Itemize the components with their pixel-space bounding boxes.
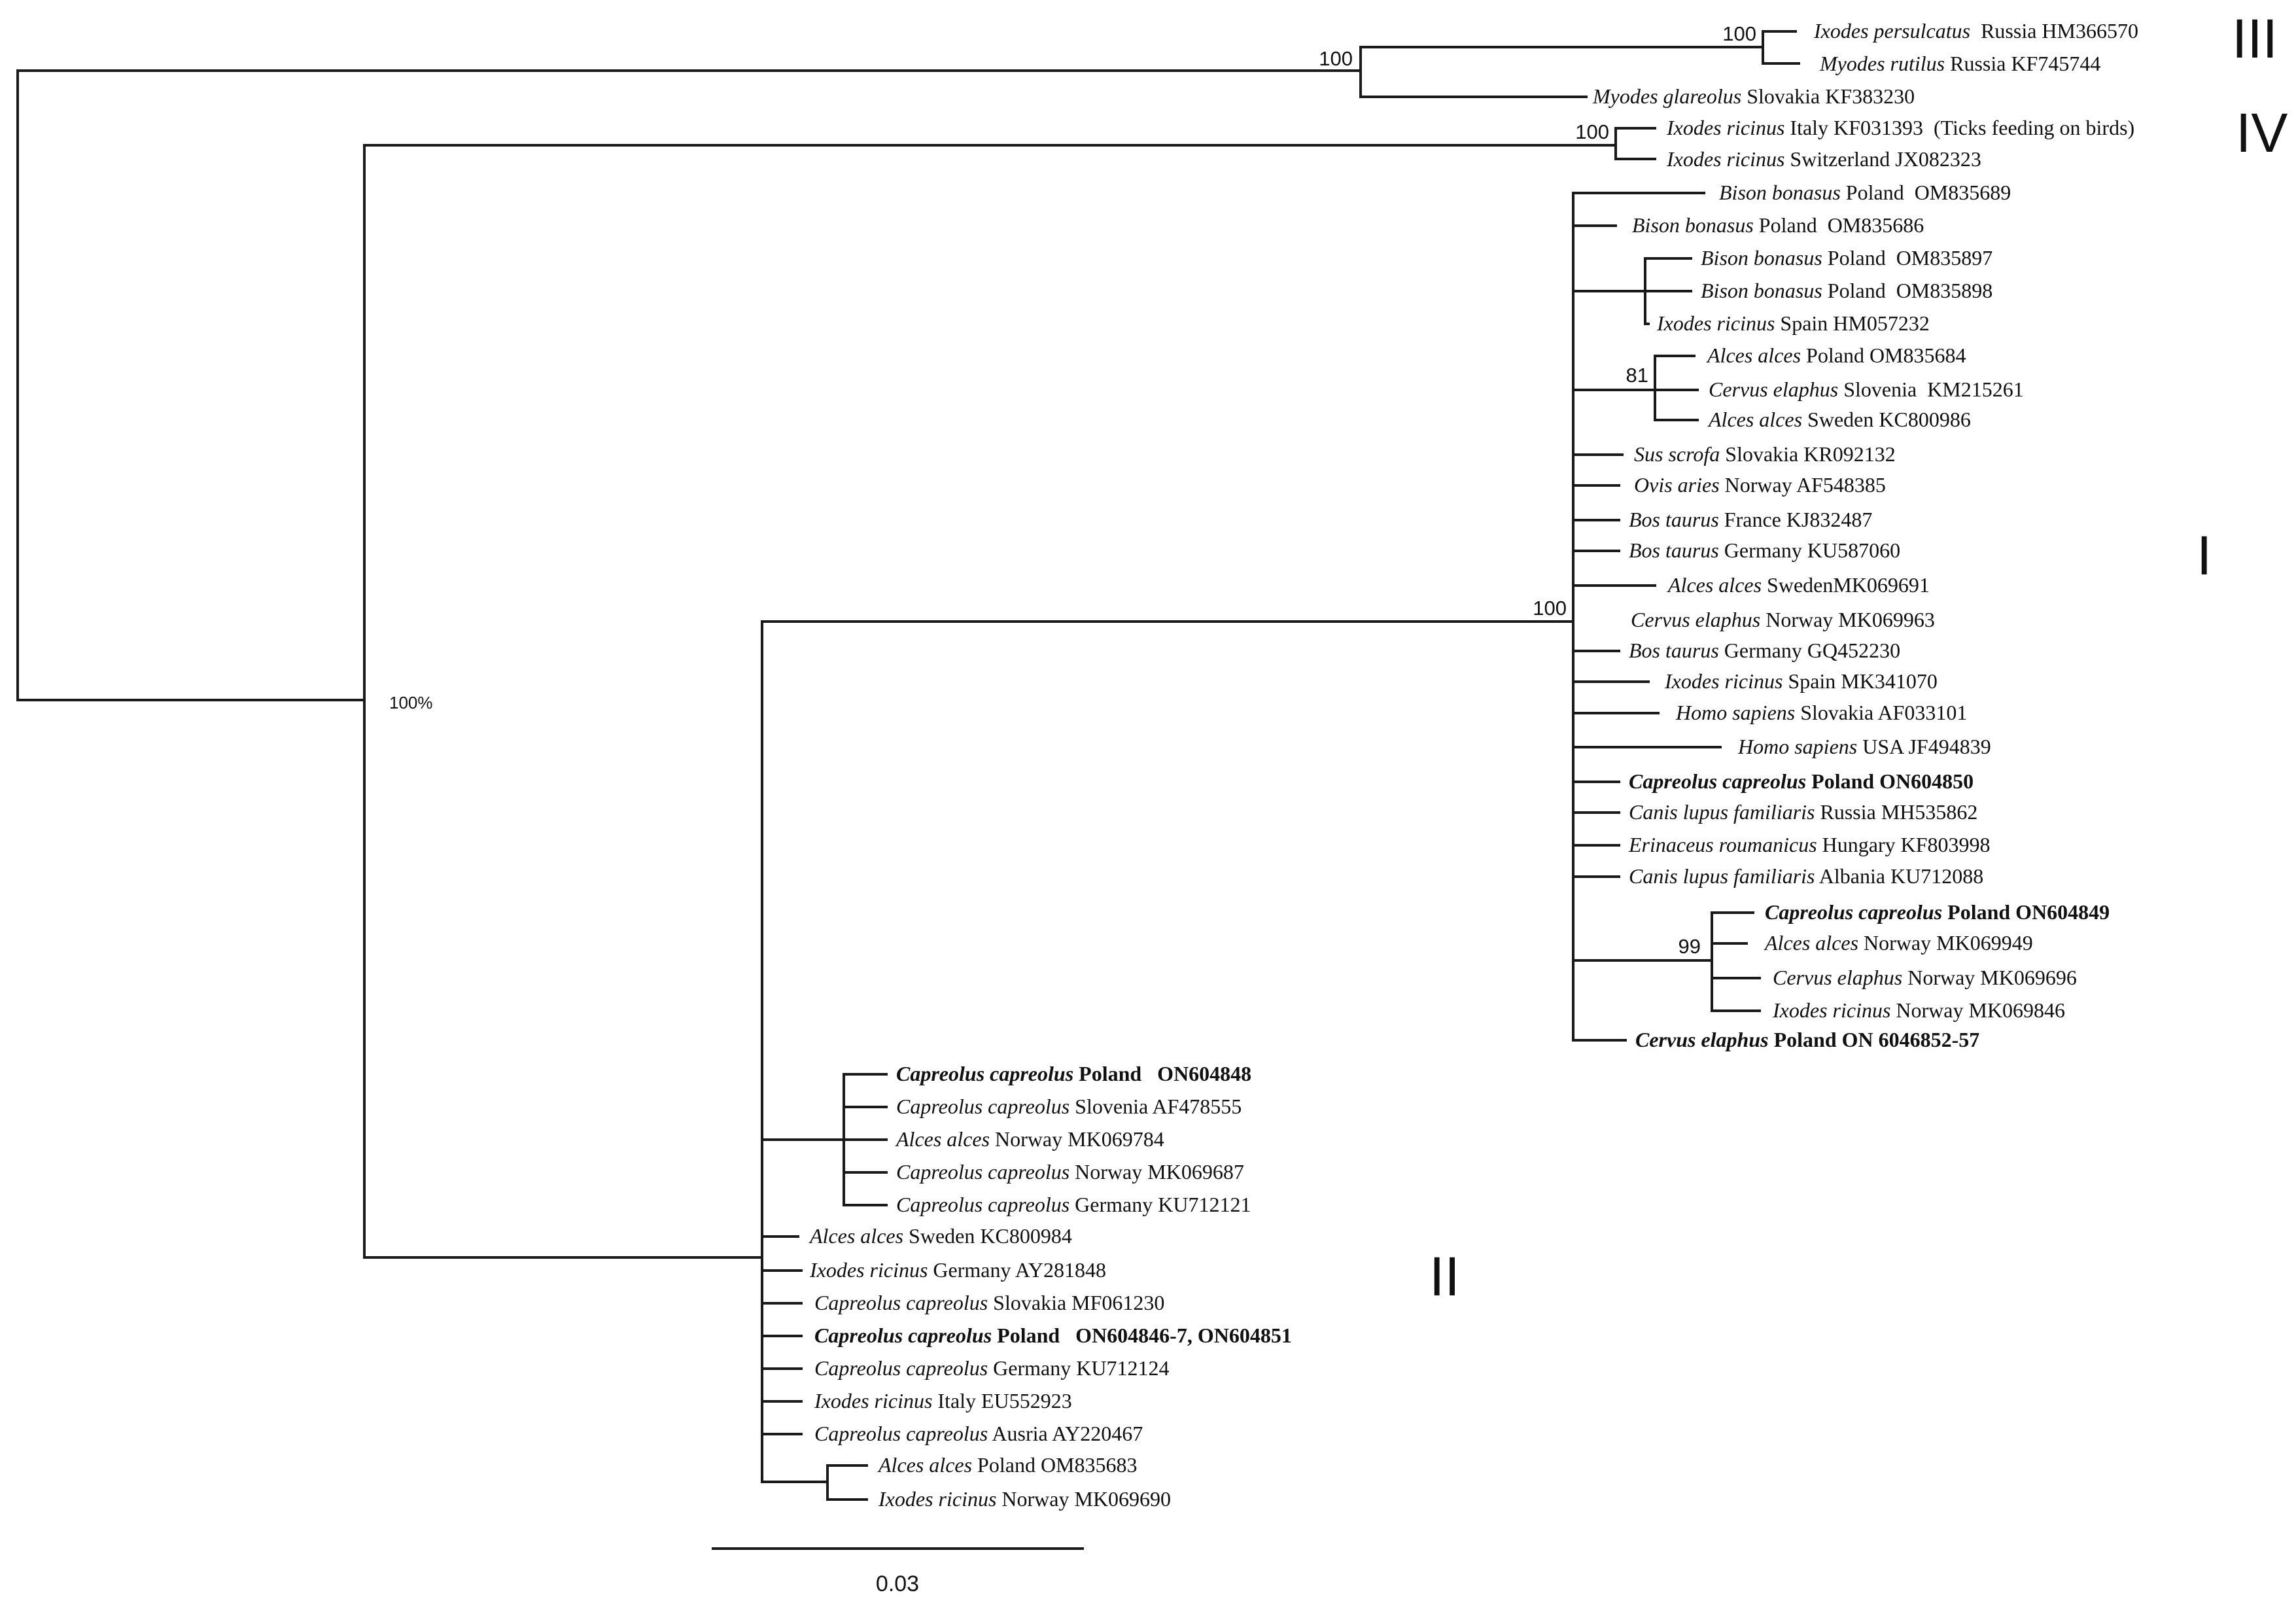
leaf-label: Alces alces Sweden KC800984 — [809, 1224, 1072, 1248]
leaf-label: Alces alces Poland OM835683 — [877, 1453, 1138, 1477]
clade-label-IV: IV — [2236, 102, 2287, 164]
leaf-label: Alces alces Norway MK069949 — [1764, 931, 2033, 955]
bootstrap-value: 100 — [1533, 597, 1567, 620]
leaf-label: Bison bonasus Poland OM835898 — [1701, 279, 1992, 302]
leaf-label: Capreolus capreolus Germany KU712124 — [814, 1356, 1169, 1380]
bootstrap-value: 100% — [389, 693, 433, 712]
leaf-labels: Ixodes persulcatus Russia HM366570 Myode… — [809, 19, 2138, 1511]
leaf-label: Ixodes ricinus Spain HM057232 — [1656, 311, 1930, 335]
leaf-label: Cervus elaphus Norway MK069963 — [1631, 608, 1935, 631]
leaf-label: Capreolus capreolus Germany KU712121 — [896, 1193, 1251, 1216]
bootstrap-value: 100 — [1575, 120, 1609, 143]
leaf-label: Canis lupus familiaris Albania KU712088 — [1629, 864, 1983, 888]
clade-label-II: II — [1429, 1246, 1460, 1307]
bootstrap-value: 100 — [1722, 22, 1756, 45]
leaf-label: Ixodes ricinus Switzerland JX082323 — [1666, 147, 1981, 171]
scale-bar-label: 0.03 — [876, 1571, 919, 1596]
leaf-label: Capreolus capreolus Poland ON604849 — [1765, 900, 2110, 924]
leaf-label: Bos taurus France KJ832487 — [1629, 508, 1872, 531]
leaf-label: Ixodes ricinus Germany AY281848 — [809, 1258, 1106, 1282]
leaf-label: Erinaceus roumanicus Hungary KF803998 — [1628, 833, 1991, 856]
leaf-label: Capreolus capreolus Poland ON604846-7, O… — [814, 1324, 1292, 1347]
leaf-label: Homo sapiens USA JF494839 — [1737, 735, 1991, 758]
bootstrap-value: 81 — [1626, 364, 1648, 387]
leaf-label: Cervus elaphus Slovenia KM215261 — [1709, 377, 2024, 401]
leaf-label: Capreolus capreolus Slovenia AF478555 — [896, 1095, 1242, 1118]
leaf-label: Bison bonasus Poland OM835686 — [1632, 213, 1924, 237]
leaf-label: Alces alces Sweden KC800986 — [1707, 408, 1971, 431]
leaf-label: Ixodes ricinus Norway MK069846 — [1772, 998, 2065, 1022]
leaf-label: Cervus elaphus Poland ON 6046852-57 — [1635, 1028, 1979, 1051]
bootstrap-value: 100 — [1319, 47, 1353, 70]
leaf-label: Canis lupus familiaris Russia MH535862 — [1629, 800, 1977, 824]
leaf-label: Bison bonasus Poland OM835897 — [1701, 246, 1992, 270]
clade-label-I: I — [2197, 525, 2212, 586]
leaf-label: Alces alces Poland OM835684 — [1706, 343, 1966, 367]
leaf-label: Ixodes ricinus Italy KF031393 (Ticks fee… — [1666, 116, 2134, 139]
leaf-label: Bos taurus Germany GQ452230 — [1629, 639, 1900, 662]
leaf-label: Cervus elaphus Norway MK069696 — [1773, 966, 2077, 989]
leaf-label: Capreolus capreolus Poland ON604850 — [1629, 769, 1974, 793]
leaf-label: Ovis aries Norway AF548385 — [1634, 473, 1886, 497]
leaf-label: Ixodes persulcatus Russia HM366570 — [1813, 19, 2138, 43]
leaf-label: Bison bonasus Poland OM835689 — [1719, 181, 2011, 204]
leaf-label: Capreolus capreolus Norway MK069687 — [896, 1160, 1244, 1184]
clade-label-III: III — [2232, 8, 2278, 69]
leaf-label: Sus scrofa Slovakia KR092132 — [1634, 442, 1896, 466]
leaf-label: Capreolus capreolus Poland ON604848 — [896, 1062, 1251, 1085]
leaf-label: Capreolus capreolus Ausria AY220467 — [814, 1422, 1143, 1445]
leaf-label: Myodes glareolus Slovakia KF383230 — [1592, 84, 1915, 108]
leaf-label: Homo sapiens Slovakia AF033101 — [1675, 701, 1967, 724]
leaf-label: Alces alces SwedenMK069691 — [1667, 573, 1930, 597]
leaf-label: Ixodes ricinus Norway MK069690 — [878, 1487, 1171, 1511]
leaf-label: Ixodes ricinus Italy EU552923 — [814, 1389, 1072, 1413]
leaf-label: Capreolus capreolus Slovakia MF061230 — [814, 1291, 1164, 1314]
leaf-label: Alces alces Norway MK069784 — [895, 1127, 1164, 1151]
bootstrap-value: 99 — [1679, 935, 1701, 958]
leaf-label: Ixodes ricinus Spain MK341070 — [1664, 669, 1938, 693]
leaf-label: Bos taurus Germany KU587060 — [1629, 538, 1900, 562]
leaf-label: Myodes rutilus Russia KF745744 — [1819, 52, 2100, 75]
